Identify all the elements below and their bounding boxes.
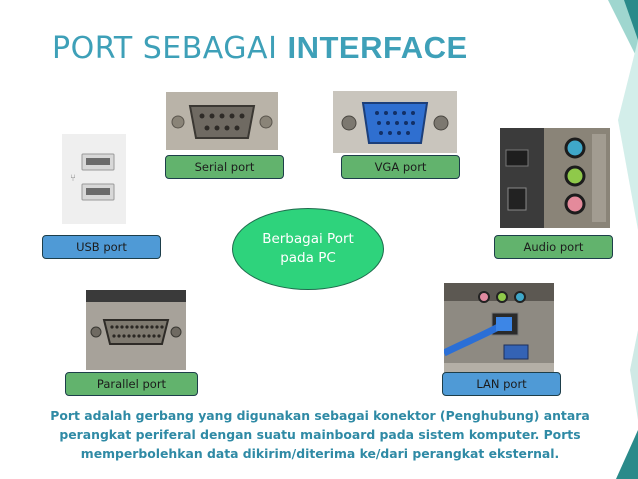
lan-port-label: LAN port (442, 372, 561, 396)
vga-port-label: VGA port (341, 155, 460, 179)
center-line-1: Berbagai Port (262, 231, 354, 247)
decorative-triangles (608, 0, 638, 479)
description-line-2: perangkat periferal dengan suatu mainboa… (59, 427, 581, 442)
serial-port-photo (166, 92, 278, 150)
vga-port-photo (333, 91, 457, 153)
svg-text:⑂: ⑂ (70, 173, 76, 184)
lan-port-photo (444, 283, 554, 377)
audio-port-photo (500, 128, 610, 228)
usb-port-photo: ⑂ (62, 134, 126, 224)
center-ellipse: Berbagai Port pada PC (232, 208, 384, 290)
usb-port-label: USB port (42, 235, 161, 259)
parallel-port-photo (86, 290, 186, 370)
audio-port-label: Audio port (494, 235, 613, 259)
description-line-1: Port adalah gerbang yang digunakan sebag… (50, 408, 590, 423)
title-bold: INTERFACE (287, 30, 468, 65)
page-title: PORT SEBAGAI INTERFACE (52, 30, 468, 66)
serial-port-label: Serial port (165, 155, 284, 179)
parallel-port-label: Parallel port (65, 372, 198, 396)
title-regular: PORT SEBAGAI (52, 31, 288, 66)
center-line-2: pada PC (280, 250, 336, 266)
description-line-3: memperbolehkan data dikirim/diterima ke/… (80, 446, 560, 461)
description: Port adalah gerbang yang digunakan sebag… (20, 406, 620, 463)
